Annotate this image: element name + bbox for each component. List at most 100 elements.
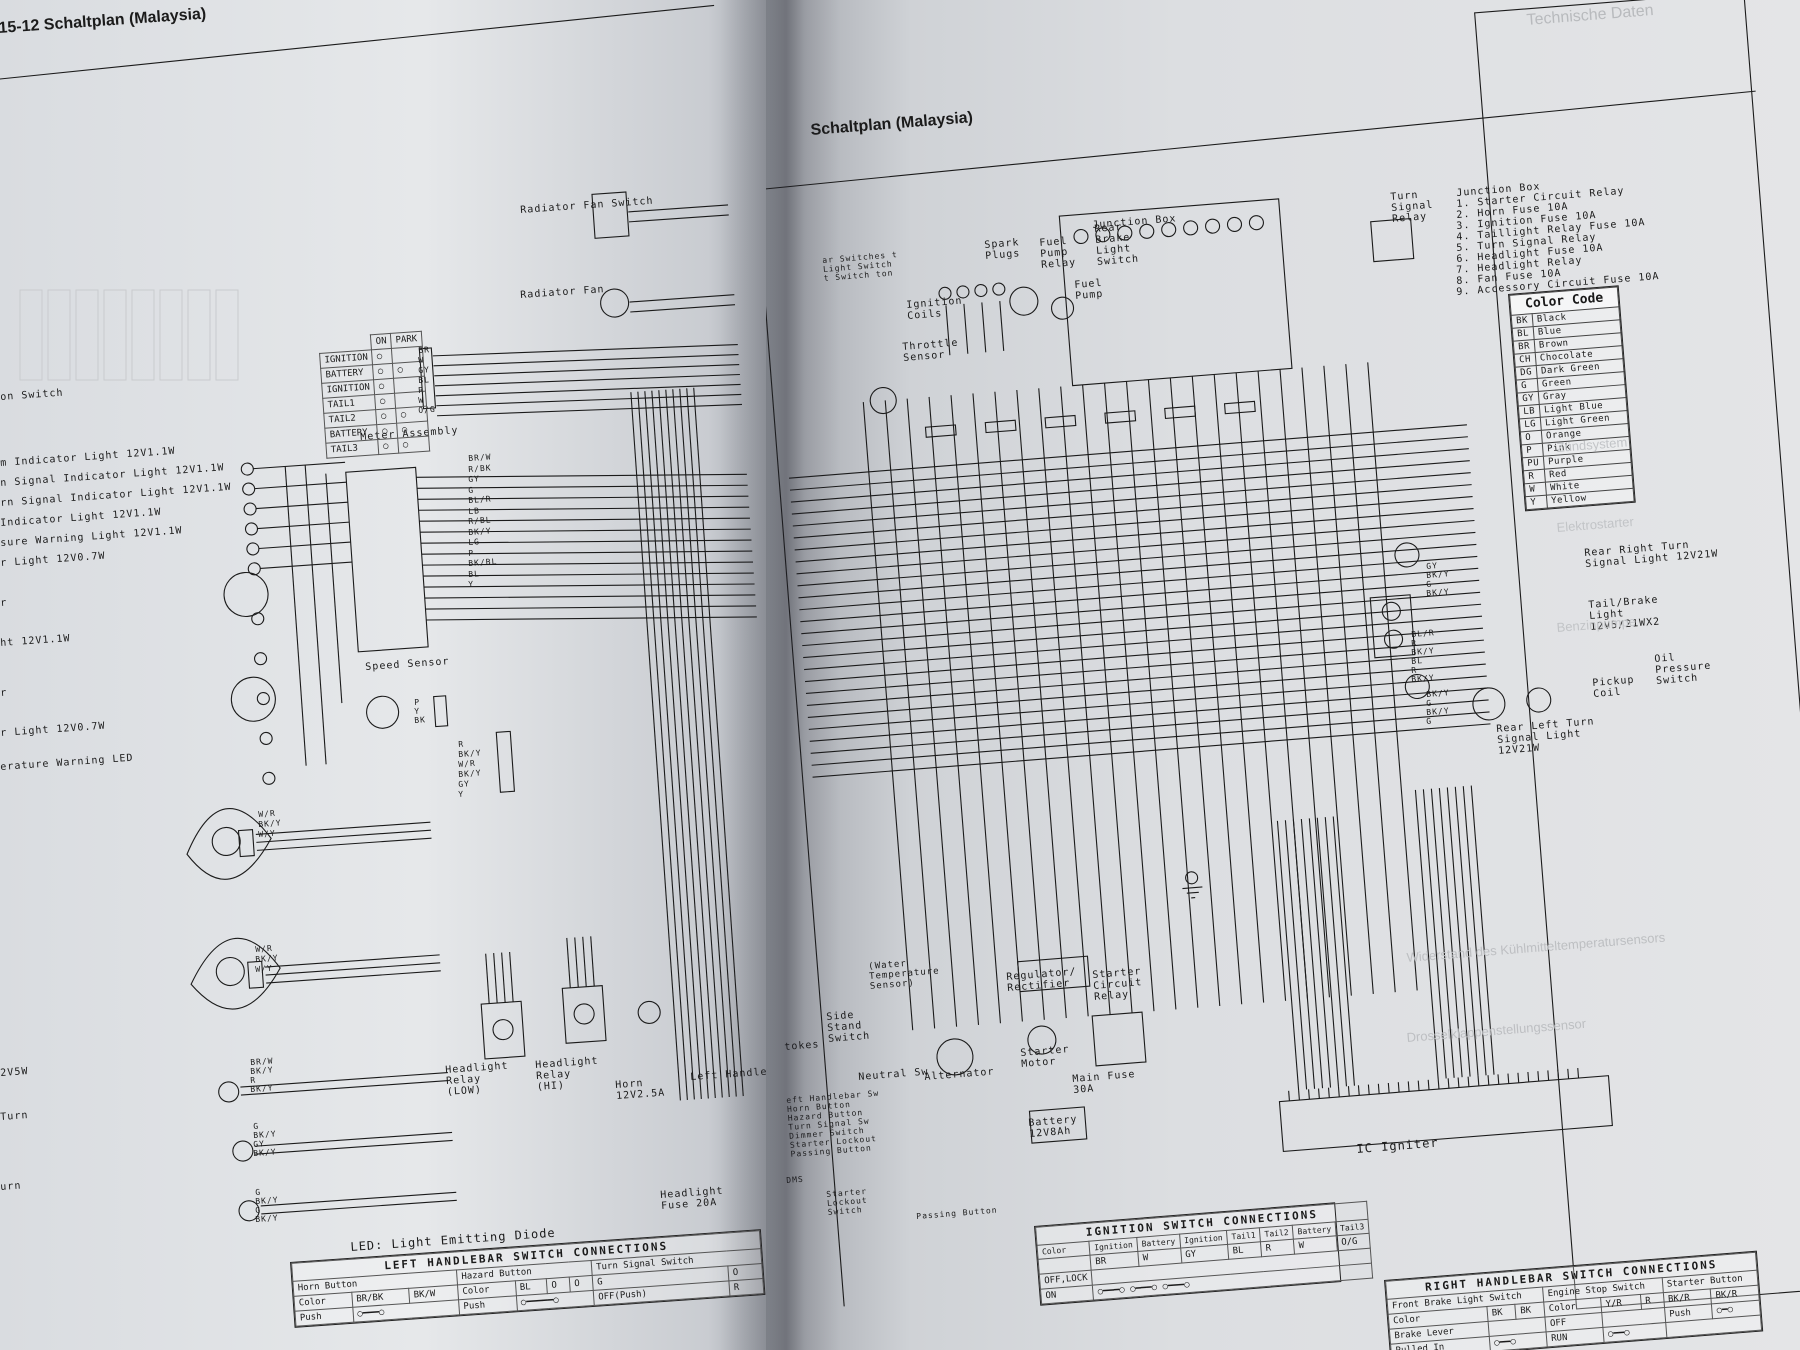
wire: [766, 90, 1756, 191]
wire: [1447, 1078, 1450, 1089]
ign-row: TAIL3: [325, 439, 380, 459]
wire: [1125, 381, 1177, 1010]
wire: [1567, 1068, 1570, 1079]
wire: [1191, 376, 1243, 1005]
junction-terminal: [1226, 216, 1243, 232]
wire: [810, 699, 1489, 754]
harness-connector: [924, 424, 957, 438]
ic-igniter-box: [1278, 1075, 1613, 1153]
wire: [1276, 820, 1300, 1091]
color-abbrev: Y: [1525, 495, 1548, 510]
wire: [651, 390, 702, 1100]
wire: [906, 398, 958, 1027]
ignition-mini-table: ON PARK IGNITION○ BATTERY○○ IGNITION○ TA…: [318, 331, 430, 459]
wire: [801, 579, 1480, 635]
wire: [566, 937, 571, 988]
ghost-table-cell: [187, 289, 211, 381]
wire: [425, 605, 757, 610]
label-oil-pressure: Oil Pressure Switch: [1654, 652, 1712, 687]
wire: [799, 555, 1478, 611]
connector: [247, 960, 265, 989]
ghost-table-cell: [215, 289, 239, 381]
indicator-bulb: [254, 652, 268, 666]
wire: [266, 970, 441, 984]
wire: [1527, 1071, 1530, 1083]
wire: [325, 473, 343, 704]
label-headlight-relay-low: Headlight Relay (LOW): [445, 1060, 509, 1098]
wire-color-label: BK/Y: [1411, 646, 1435, 657]
wire: [257, 521, 350, 530]
wire: [493, 953, 498, 1004]
wire: [812, 723, 1491, 778]
wire: [1186, 891, 1199, 894]
wire-color-label: BK/Y: [1426, 706, 1450, 717]
wire: [284, 466, 307, 766]
label-fuel-pump: Fuel Pump: [1074, 277, 1104, 302]
wire-color-label: BK/Y: [458, 748, 482, 759]
wire: [972, 393, 1023, 1022]
wire-color-label: BL/R: [468, 494, 492, 505]
wire-color-label: R/BL: [468, 515, 492, 526]
wire: [1417, 1080, 1420, 1091]
wire: [1308, 1089, 1310, 1100]
label-headlight-relay-hi: Headlight Relay (HI): [535, 1055, 599, 1093]
wire: [509, 951, 514, 1002]
left-wiring-diagram: [0, 4, 757, 1222]
indicator-bulb: [251, 612, 265, 626]
wire: [1103, 383, 1155, 1012]
junction-terminal: [1161, 222, 1177, 238]
wire: [1060, 386, 1111, 1015]
wire: [590, 936, 595, 987]
wire: [582, 936, 587, 987]
wire: [629, 294, 735, 303]
relay-low: [480, 1000, 526, 1060]
wire-color-label: BK: [414, 715, 427, 725]
label-fuel-pump-relay: Fuel Pump Relay: [1039, 235, 1077, 271]
wire: [424, 594, 756, 599]
gauge-symbol: [223, 571, 269, 618]
wire: [1235, 372, 1287, 1001]
wire: [804, 627, 1483, 683]
junction-terminal: [1073, 228, 1089, 245]
wire: [1357, 1085, 1360, 1096]
wire: [254, 1131, 453, 1147]
indicator-bulb: [262, 771, 276, 785]
wire-color-label: GY: [468, 474, 481, 484]
indicator-bulb: [256, 691, 270, 706]
push-label: Push: [458, 1295, 517, 1315]
wire: [1323, 365, 1374, 994]
wire: [256, 837, 432, 851]
wire-color-label: BK/Y: [250, 1065, 274, 1076]
wire-color-label: R: [418, 385, 425, 395]
lamp-symbol: [218, 1081, 240, 1103]
wire: [794, 496, 1473, 551]
starter-motor-symbol: [1027, 1025, 1057, 1055]
wire: [437, 403, 743, 417]
rear-left-turn-lamp: [1404, 673, 1430, 700]
wire: [422, 561, 754, 566]
wire: [421, 550, 753, 555]
wire: [434, 363, 740, 377]
wire: [1397, 1082, 1400, 1093]
wire: [1279, 369, 1330, 998]
run-label: RUN: [1546, 1327, 1605, 1347]
wire: [1288, 1090, 1290, 1101]
junction-terminal: [1139, 223, 1155, 239]
connector: [237, 829, 255, 858]
label-turn-signal-relay: Turn Signal Relay: [1390, 189, 1434, 225]
wire: [1414, 789, 1439, 1080]
wire: [426, 616, 757, 621]
spark-plug: [974, 283, 988, 298]
label-pickup-coil: Pickup Coil: [1592, 674, 1635, 700]
wire: [797, 531, 1476, 587]
wire: [436, 393, 742, 407]
relay-hi: [561, 985, 607, 1044]
wire: [255, 1139, 453, 1155]
wire: [1016, 389, 1067, 1019]
harness-connector: [1044, 414, 1077, 429]
wire: [1318, 1088, 1320, 1099]
wire: [1308, 818, 1332, 1088]
wire: [1467, 1076, 1470, 1087]
wire: [1470, 785, 1495, 1075]
wire: [256, 501, 348, 510]
